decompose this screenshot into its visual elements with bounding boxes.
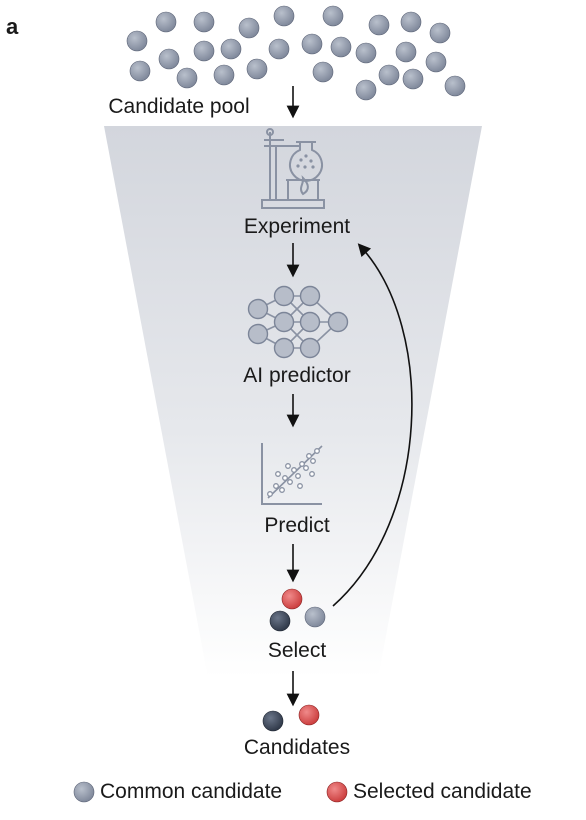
legend: Common candidate Selected candidate <box>0 780 586 810</box>
panel-letter: a <box>6 14 19 39</box>
pool-candidate-ball <box>158 48 180 70</box>
final-dark-candidate-ball <box>262 710 284 732</box>
legend-selected-text: Selected candidate <box>353 780 532 803</box>
pool-candidate-ball <box>330 36 352 58</box>
nn-node <box>299 311 321 333</box>
neural-network-icon <box>247 285 349 359</box>
selected-candidate-swatch <box>326 781 348 803</box>
pool-candidate-ball <box>238 17 260 39</box>
scatter-point <box>297 483 303 489</box>
nn-node <box>247 298 269 320</box>
scatter-point <box>306 453 312 459</box>
legend-selected: Selected candidate <box>325 780 532 804</box>
pool-candidate-ball <box>400 11 422 33</box>
scatter-point <box>287 479 293 485</box>
scatter-point <box>310 458 316 464</box>
scatter-point <box>285 463 291 469</box>
legend-common-text: Common candidate <box>100 780 283 803</box>
pool-candidate-ball <box>155 11 177 33</box>
pool-candidate-ball <box>429 22 451 44</box>
pool-candidate-ball <box>129 60 151 82</box>
pool-candidate-ball <box>176 67 198 89</box>
pool-candidate-ball <box>220 38 242 60</box>
pool-candidate-ball <box>355 79 377 101</box>
pool-candidate-ball <box>378 64 400 86</box>
nn-node <box>299 337 321 359</box>
select-label: Select <box>267 639 327 662</box>
scatter-axes <box>261 443 322 505</box>
scatter-point <box>314 448 320 454</box>
ai-predictor-label: AI predictor <box>243 364 351 387</box>
pool-candidate-ball <box>193 40 215 62</box>
scatter-point <box>303 465 309 471</box>
pool-candidate-ball <box>425 51 447 73</box>
nn-node <box>299 285 321 307</box>
final-selected-candidate-ball <box>298 704 320 726</box>
pool-candidate-ball <box>126 30 148 52</box>
pool-candidate-ball <box>402 68 424 90</box>
selected-candidate-ball <box>281 588 303 610</box>
pool-candidate-ball <box>193 11 215 33</box>
nn-node <box>273 337 295 359</box>
pool-candidate-ball <box>395 41 417 63</box>
pool-candidate-ball <box>246 58 268 80</box>
predict-label: Predict <box>264 514 330 537</box>
pool-candidate-ball <box>268 38 290 60</box>
dark-candidate-ball <box>269 610 291 632</box>
candidate-pool-balls <box>126 5 466 101</box>
nn-node <box>247 323 269 345</box>
experiment-label: Experiment <box>243 215 351 238</box>
experiment-icon-bubbles <box>296 154 315 169</box>
scatter-point <box>295 473 301 479</box>
flow-arrows <box>286 86 413 707</box>
scatter-point <box>299 461 305 467</box>
common-candidate-ball <box>304 606 326 628</box>
scatter-point <box>275 471 281 477</box>
scatter-plot-icon <box>261 443 323 505</box>
scatter-point <box>291 467 297 473</box>
pool-candidate-ball <box>322 5 344 27</box>
pool-candidate-ball <box>301 33 323 55</box>
scatter-point <box>279 487 285 493</box>
candidates-label: Candidates <box>243 736 351 759</box>
pool-candidate-ball <box>368 14 390 36</box>
legend-common: Common candidate <box>72 780 282 804</box>
feedback-loop-arrow <box>332 243 413 607</box>
candidate-pool-label: Candidate pool <box>108 95 250 118</box>
pool-candidate-ball <box>312 61 334 83</box>
pool-candidate-ball <box>444 75 466 97</box>
pool-candidate-ball <box>213 64 235 86</box>
pool-candidate-ball <box>355 42 377 64</box>
nn-node <box>273 285 295 307</box>
pool-candidate-ball <box>273 5 295 27</box>
common-candidate-swatch <box>73 781 95 803</box>
nn-node <box>273 311 295 333</box>
scatter-point <box>309 471 315 477</box>
experiment-icon <box>261 128 325 209</box>
scatter-point <box>273 483 279 489</box>
scatter-point <box>282 475 288 481</box>
scatter-point <box>267 491 273 497</box>
nn-node <box>327 311 349 333</box>
